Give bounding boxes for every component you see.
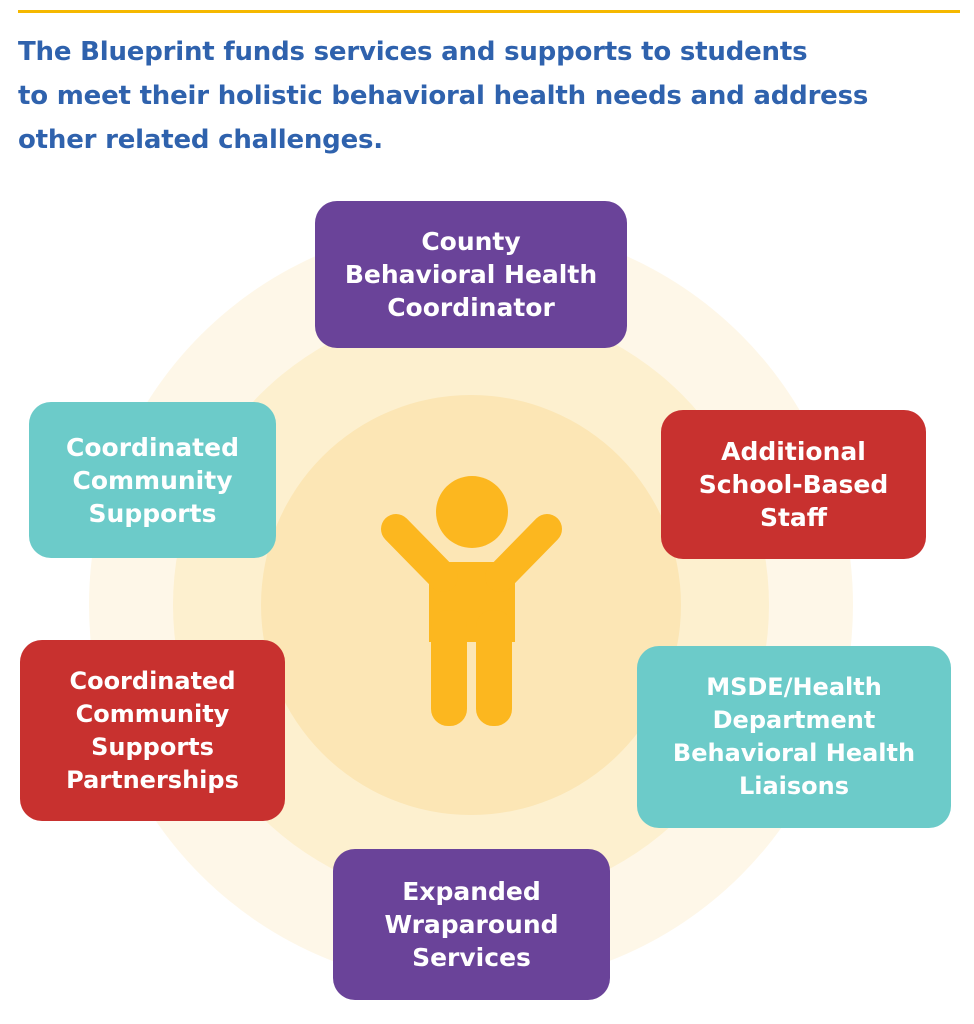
community-supports-box: Coordinated Community Supports (29, 402, 276, 558)
additional-staff-box: Additional School-Based Staff (661, 410, 926, 559)
box-line: Staff (759, 503, 828, 532)
intro-line: to meet their holistic behavioral health… (18, 81, 869, 111)
person-left-arm (381, 514, 458, 592)
box-line: Wraparound (384, 910, 559, 939)
wraparound-services-box: Expanded Wraparound Services (333, 849, 610, 1000)
box-line: Services (412, 943, 531, 972)
person-shape (381, 476, 562, 726)
box-line: Coordinated (66, 432, 239, 462)
box-line: Community (72, 465, 233, 495)
person-right-leg (476, 610, 512, 726)
box-line: Liaisons (738, 772, 850, 800)
community-partnerships-box: Coordinated Community Supports Partnersh… (20, 640, 285, 821)
box-line: County (421, 227, 521, 256)
box-line: Coordinated (69, 666, 236, 695)
intro-heading: The Blueprint funds services and support… (18, 30, 948, 162)
msde-liaisons-box: MSDE/Health Department Behavioral Health… (637, 646, 951, 828)
box-line: Behavioral Health (672, 739, 916, 767)
top-divider (18, 10, 960, 13)
person-right-arm (485, 514, 562, 592)
box-line: Additional (721, 437, 866, 466)
box-line: Partnerships (66, 765, 239, 794)
box-line: Supports (91, 732, 214, 761)
county-coordinator-box: County Behavioral Health Coordinator (315, 201, 627, 348)
box-line: School-Based (698, 470, 889, 499)
intro-line: The Blueprint funds services and support… (18, 37, 808, 67)
person-left-leg (431, 610, 467, 726)
box-line: Expanded (402, 877, 541, 906)
box-line: Department (712, 706, 876, 734)
box-line: Community (75, 699, 230, 728)
box-line: Supports (88, 498, 217, 528)
box-line: Behavioral Health (344, 260, 598, 289)
box-line: MSDE/Health (706, 673, 882, 701)
person-head (436, 476, 508, 548)
intro-line: other related challenges. (18, 125, 383, 155)
box-line: Coordinator (387, 293, 555, 322)
